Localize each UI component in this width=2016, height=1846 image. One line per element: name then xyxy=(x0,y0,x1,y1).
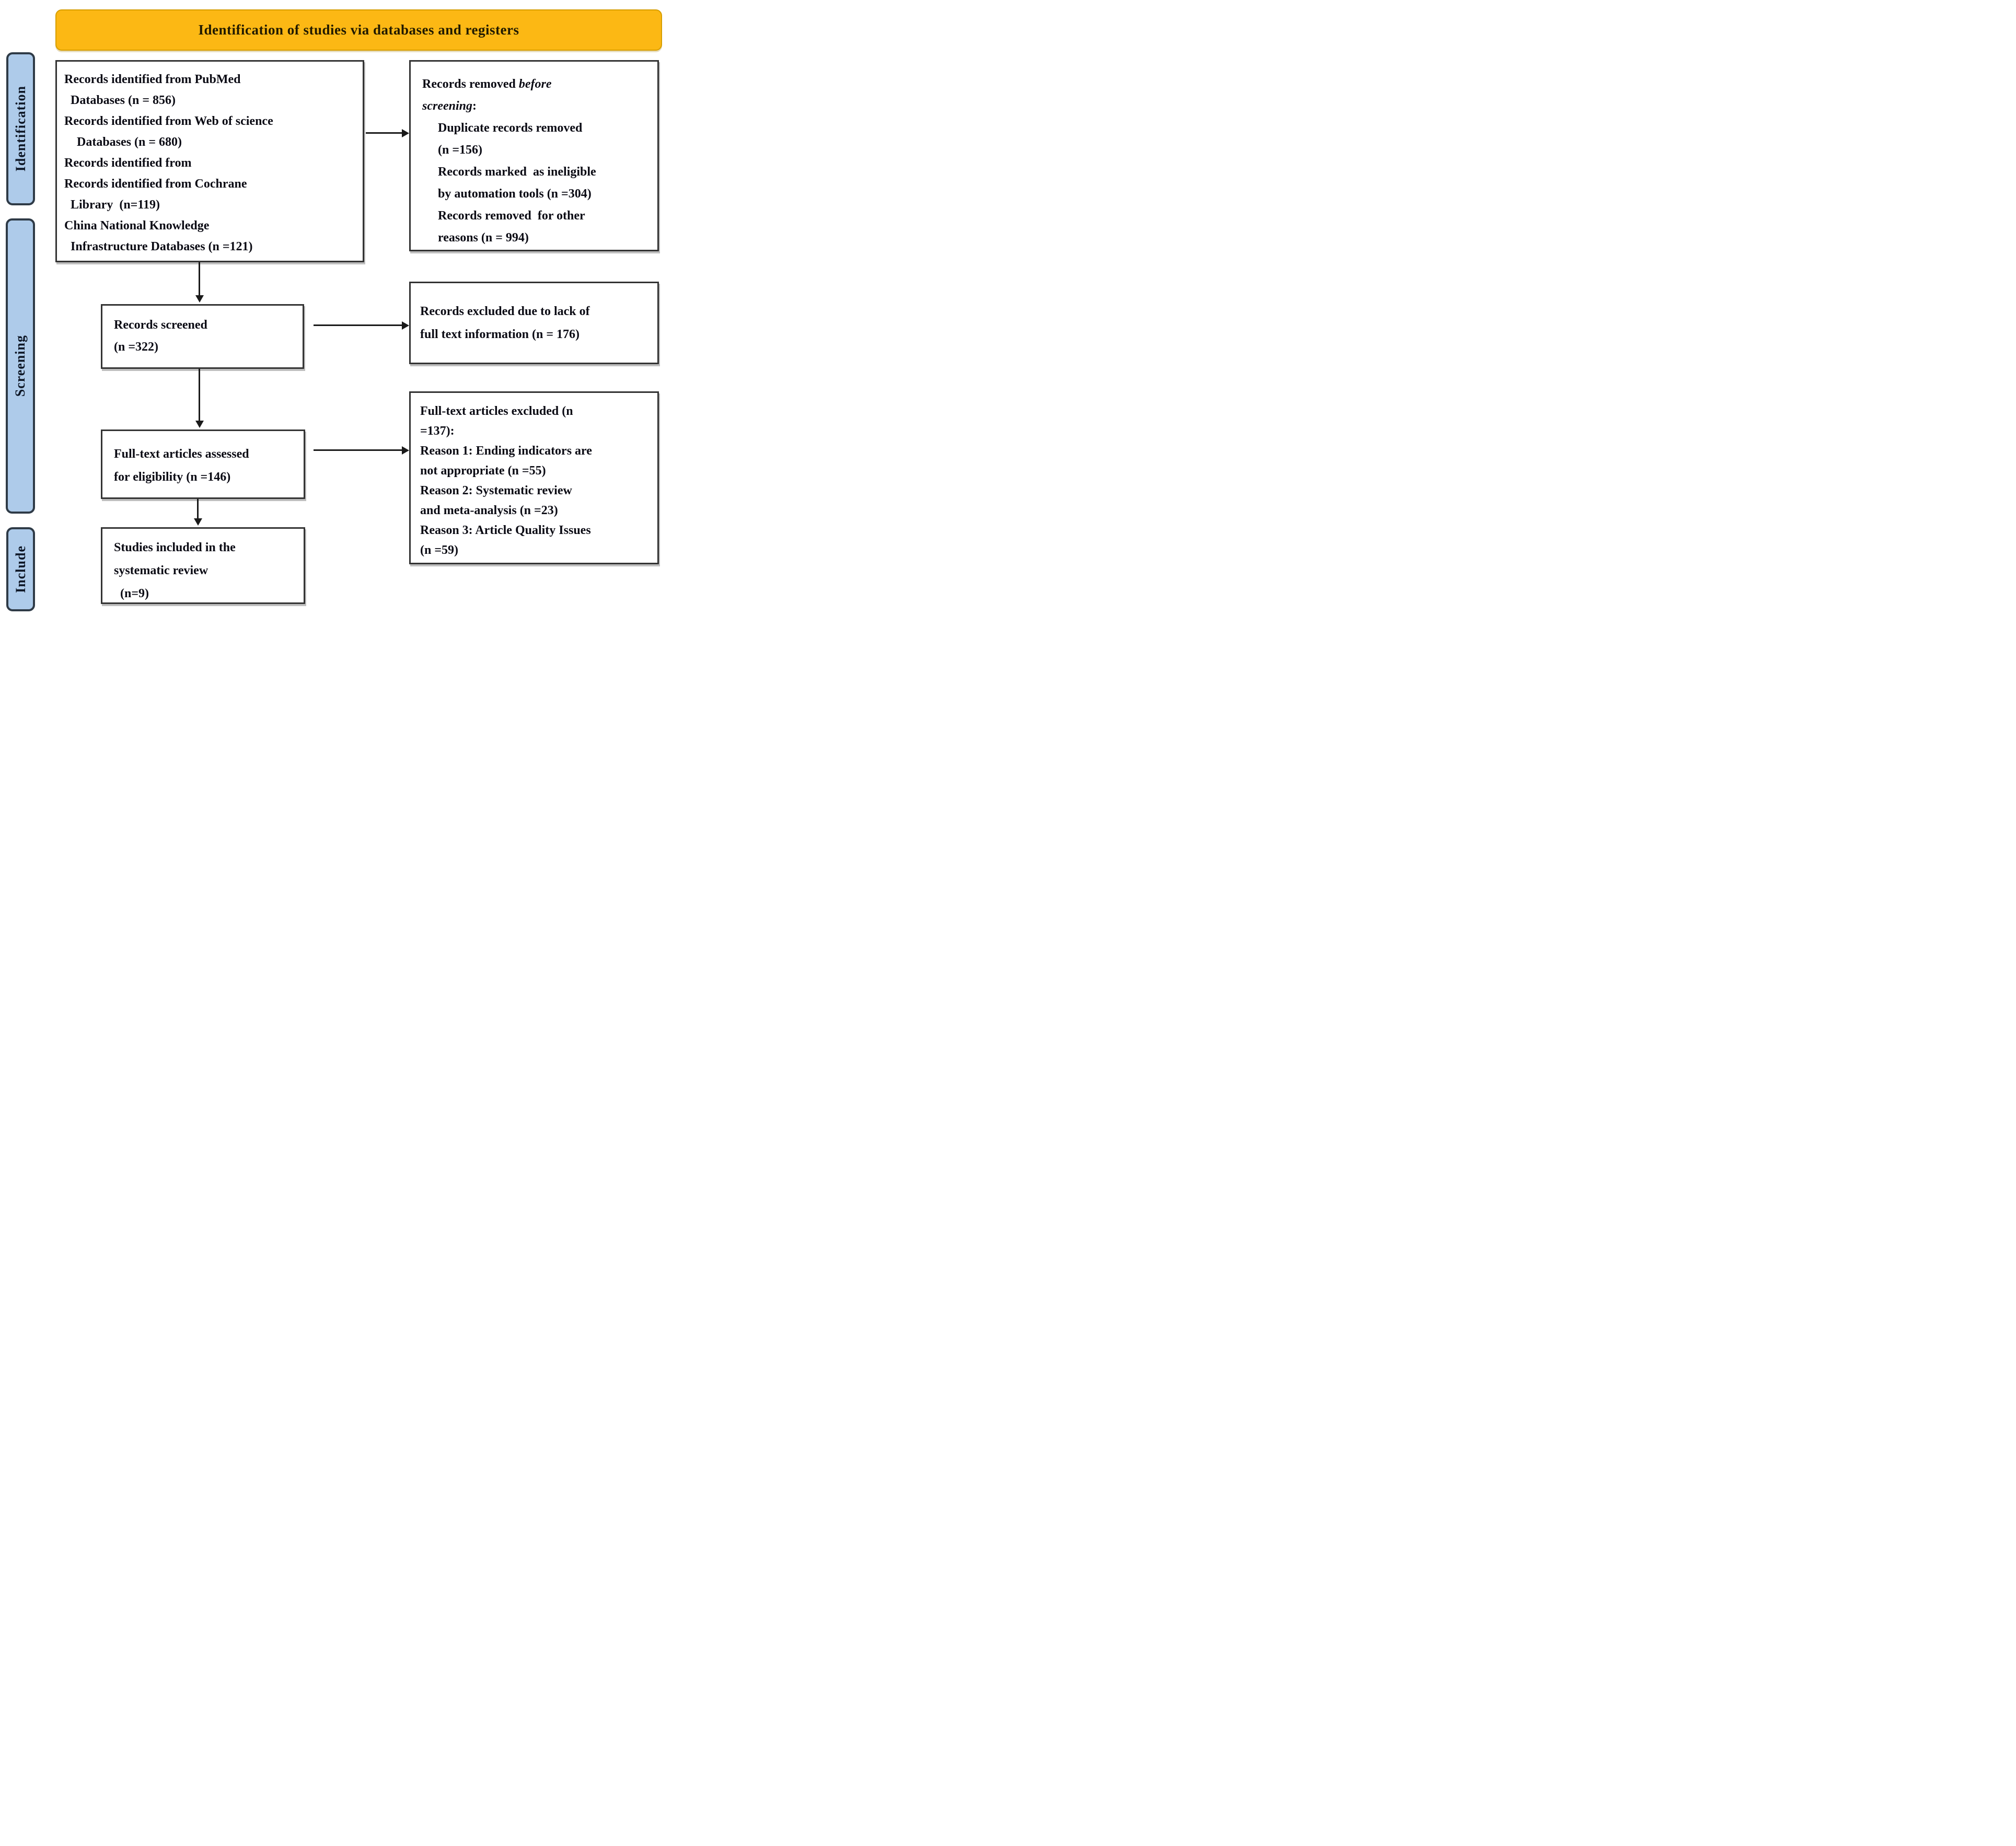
studies-included-line: (n=9) xyxy=(114,587,149,600)
records-removed-detail-line: by automation tools (n =304) xyxy=(438,187,592,201)
records-screened-line: Records screened xyxy=(114,318,207,332)
records-removed-title-line2: screening: xyxy=(422,95,652,117)
stage-label-screening-text: Screening xyxy=(13,335,28,397)
studies-included-line: Studies included in the xyxy=(114,541,236,554)
records-removed-detail-line: reasons (n = 994) xyxy=(438,231,529,245)
fulltext-excluded-line: Reason 1: Ending indicators are xyxy=(420,444,592,458)
banner: Identification of studies via databases … xyxy=(55,9,662,51)
box-studies-included: Studies included in the systematic review… xyxy=(101,527,305,604)
arrow-assessed-to-included xyxy=(197,499,199,519)
records-identified-line: Records identified from xyxy=(64,156,192,170)
records-removed-detail-line: (n =156) xyxy=(438,143,483,157)
records-identified-line: Records identified from Web of science xyxy=(64,114,273,128)
records-removed-detail-line: Records marked as ineligible xyxy=(438,165,596,179)
banner-title: Identification of studies via databases … xyxy=(198,22,519,38)
prisma-flow-diagram: Identification of studies via databases … xyxy=(0,0,672,616)
stage-label-screening: Screening xyxy=(6,218,35,514)
records-identified-line: Records identified from Cochrane xyxy=(64,177,247,191)
records-removed-title-normal: Records removed xyxy=(422,77,519,91)
arrow-screened-to-excluded xyxy=(314,324,402,326)
records-identified-line: China National Knowledge xyxy=(64,219,210,233)
stage-label-identification-text: Identification xyxy=(13,86,28,172)
records-identified-line: Records identified from PubMed xyxy=(64,73,241,86)
fulltext-excluded-line: and meta-analysis (n =23) xyxy=(420,504,558,517)
arrow-identified-to-removed xyxy=(366,132,402,134)
fulltext-excluded-line: not appropriate (n =55) xyxy=(420,464,546,478)
stage-label-identification: Identification xyxy=(6,52,35,205)
box-fulltext-assessed: Full-text articles assessed for eligibili… xyxy=(101,429,305,499)
box-records-screened: Records screened (n =322) xyxy=(101,304,304,369)
records-removed-title-line1: Records removed before xyxy=(422,73,652,95)
fulltext-excluded-line: (n =59) xyxy=(420,543,459,557)
records-removed-detail-line: Duplicate records removed xyxy=(438,121,583,135)
box-fulltext-excluded: Full-text articles excluded (n =137): Reas… xyxy=(409,391,659,564)
records-removed-detail-line: Records removed for other xyxy=(438,209,585,223)
arrow-screened-to-assessed xyxy=(199,369,200,421)
records-excluded-line: Records excluded due to lack of xyxy=(420,305,590,318)
fulltext-excluded-line: =137): xyxy=(420,424,455,438)
records-removed-title-italic: before xyxy=(518,77,552,91)
fulltext-assessed-line: Full-text articles assessed xyxy=(114,447,249,461)
box-records-identified: Records identified from PubMed Databases… xyxy=(55,60,364,262)
records-identified-line: Infrastructure Databases (n =121) xyxy=(64,240,253,253)
records-screened-line: (n =322) xyxy=(114,340,159,354)
stage-label-include: Include xyxy=(6,527,35,611)
records-identified-line: Library (n=119) xyxy=(64,198,160,212)
studies-included-line: systematic review xyxy=(114,564,208,577)
box-records-excluded: Records excluded due to lack of full text… xyxy=(409,282,659,364)
fulltext-assessed-line: for eligibility (n =146) xyxy=(114,470,231,484)
arrow-assessed-to-excluded xyxy=(314,449,402,451)
fulltext-excluded-line: Reason 3: Article Quality Issues xyxy=(420,524,591,537)
stage-label-include-text: Include xyxy=(13,545,28,593)
records-removed-title-italic2: screening xyxy=(422,99,472,113)
box-records-removed: Records removed before screening: Duplic… xyxy=(409,60,659,251)
records-identified-line: Databases (n = 856) xyxy=(64,94,176,107)
fulltext-excluded-line: Reason 2: Systematic review xyxy=(420,484,572,497)
fulltext-excluded-line: Full-text articles excluded (n xyxy=(420,404,573,418)
records-identified-line: Databases (n = 680) xyxy=(64,135,182,149)
records-excluded-line: full text information (n = 176) xyxy=(420,328,580,341)
records-removed-title-colon: : xyxy=(472,99,477,113)
arrow-identified-to-screened xyxy=(199,262,200,296)
